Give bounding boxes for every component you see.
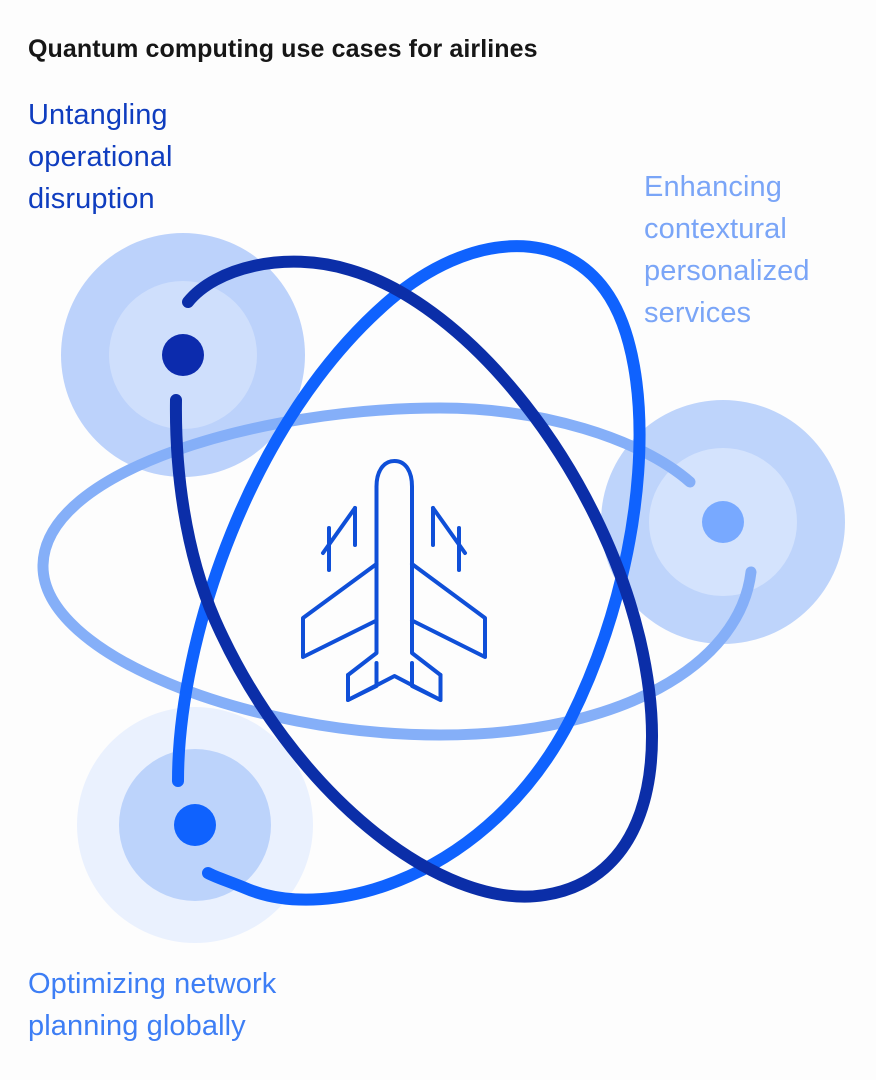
node-top-left-dot[interactable] <box>162 334 204 376</box>
callout-untangling-operational-disruption: Untangling operational disruption <box>28 99 173 215</box>
node-right-dot[interactable] <box>702 501 744 543</box>
callout-enhancing-contextural-personalized-services: Enhancing contextural personalized servi… <box>644 171 810 329</box>
node-dots <box>162 334 744 846</box>
node-bottom-left-dot[interactable] <box>174 804 216 846</box>
orbit-horizontal-arc-main <box>37 402 757 741</box>
airplane-right-wing <box>410 562 487 659</box>
orbit-navy <box>169 255 658 903</box>
airplane-left-wing <box>301 562 379 659</box>
page-title: Quantum computing use cases for airlines <box>28 34 538 63</box>
airplane-fuselage <box>346 459 443 702</box>
airplane-icon <box>301 459 487 702</box>
airplane-engine-left-diag <box>321 506 357 555</box>
orbit-bright-blue <box>172 240 646 906</box>
orbit-bright-blue-arc <box>172 240 646 906</box>
airplane-tail <box>346 673 443 702</box>
orbit-navy-arc <box>169 255 658 903</box>
airplane-engine-right-diag <box>431 506 467 555</box>
callout-optimizing-network-planning-globally: Optimizing network planning globally <box>28 968 277 1042</box>
orbit-horizontal <box>37 402 757 741</box>
